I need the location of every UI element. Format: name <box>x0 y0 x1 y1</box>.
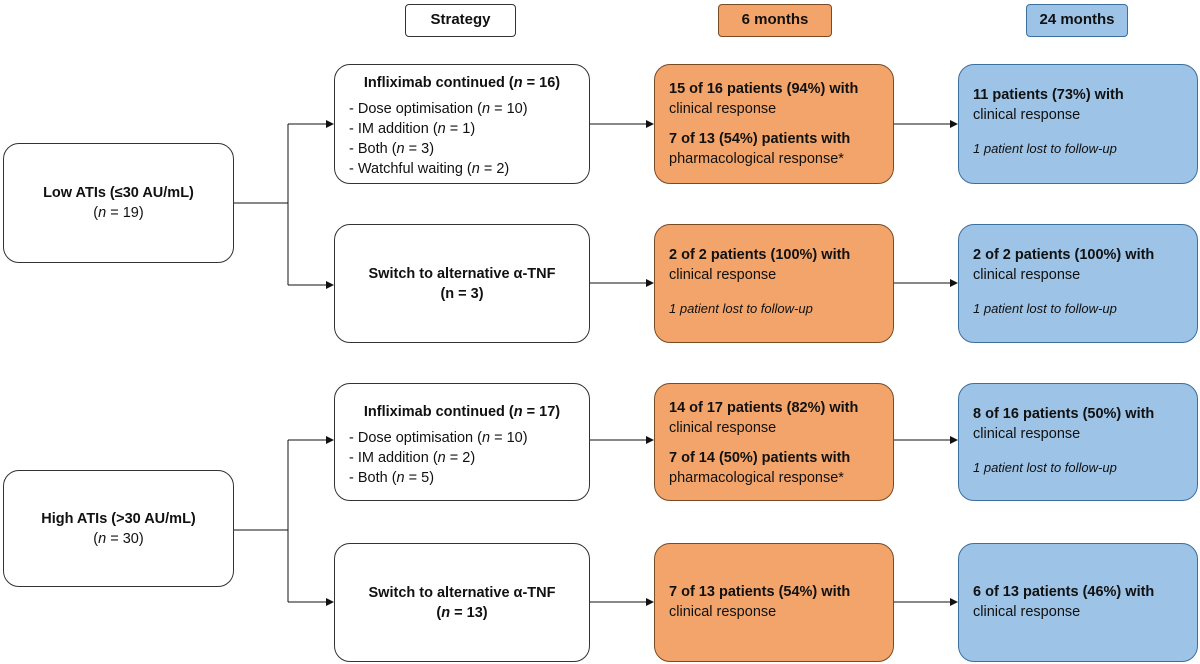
group-low-label: Low ATIs (≤30 AU/mL) <box>43 185 194 201</box>
six-months-low-switch-note: 1 patient lost to follow-up <box>669 301 813 316</box>
header-strategy: Strategy <box>405 4 516 37</box>
six-months-high-switch-result: 7 of 13 patients (54%) with <box>669 584 851 600</box>
twenty-four-months-high-switch-label: clinical response <box>973 604 1081 620</box>
strategy-high-item-3: - Both (n = 5) <box>349 470 435 486</box>
six-months-low-switch-result: 2 of 2 patients (100%) with <box>669 247 851 263</box>
six-months-low-continued-label2: pharmacological response* <box>669 151 844 167</box>
twenty-four-months-low-switch-note: 1 patient lost to follow-up <box>973 301 1117 316</box>
strategy-high-switch: Switch to alternative α-TNF (n = 13) <box>334 543 590 662</box>
twenty-four-months-low-continued: 11 patients (73%) with clinical response… <box>958 64 1198 184</box>
twenty-four-months-low-continued-label: clinical response <box>973 107 1081 123</box>
six-months-low-continued: 15 of 16 patients (94%) with clinical re… <box>654 64 894 184</box>
twenty-four-months-high-switch-result: 6 of 13 patients (46%) with <box>973 584 1155 600</box>
header-24-months: 24 months <box>1026 4 1128 37</box>
header-6-months: 6 months <box>718 4 832 37</box>
strategy-low-item-4: - Watchful waiting (n = 2) <box>349 161 510 177</box>
twenty-four-months-low-switch-label: clinical response <box>973 267 1081 283</box>
twenty-four-months-low-continued-note: 1 patient lost to follow-up <box>973 141 1117 156</box>
strategy-low-item-2: - IM addition (n = 1) <box>349 121 476 137</box>
strategy-high-switch-line1: Switch to alternative α-TNF <box>368 584 556 601</box>
six-months-low-continued-result2: 7 of 13 (54%) patients with <box>669 131 851 147</box>
strategy-low-switch-line1: Switch to alternative α-TNF <box>368 265 556 282</box>
group-high-label: High ATIs (>30 AU/mL) <box>41 510 196 527</box>
six-months-high-continued-label2: pharmacological response* <box>669 470 844 486</box>
strategy-high-switch-line2: (n = 13) <box>436 604 488 621</box>
twenty-four-months-low-switch: 2 of 2 patients (100%) with clinical res… <box>958 224 1198 343</box>
group-high-atis: High ATIs (>30 AU/mL) (n = 30) <box>3 470 234 587</box>
strategy-high-item-2: - IM addition (n = 2) <box>349 450 476 466</box>
six-months-high-continued-label1: clinical response <box>669 420 777 436</box>
six-months-low-switch: 2 of 2 patients (100%) with clinical res… <box>654 224 894 343</box>
group-low-atis: Low ATIs (≤30 AU/mL) (n = 19) <box>3 143 234 263</box>
twenty-four-months-low-continued-result: 11 patients (73%) with <box>973 87 1124 103</box>
twenty-four-months-low-switch-result: 2 of 2 patients (100%) with <box>973 247 1155 263</box>
strategy-high-continued-title: Infliximab continued (n = 17) <box>363 404 561 420</box>
six-months-low-switch-label: clinical response <box>669 267 777 283</box>
six-months-low-continued-result1: 15 of 16 patients (94%) with <box>669 81 859 97</box>
twenty-four-months-high-continued-label: clinical response <box>973 426 1081 442</box>
strategy-low-continued-title: Infliximab continued (n = 16) <box>363 75 561 91</box>
six-months-high-switch-label: clinical response <box>669 604 777 620</box>
twenty-four-months-high-continued-result: 8 of 16 patients (50%) with <box>973 406 1155 422</box>
twenty-four-months-high-continued-note: 1 patient lost to follow-up <box>973 460 1117 475</box>
strategy-low-switch: Switch to alternative α-TNF (n = 3) <box>334 224 590 343</box>
strategy-low-switch-line2: (n = 3) <box>440 285 484 302</box>
group-low-n: (n = 19) <box>93 205 144 221</box>
six-months-high-continued: 14 of 17 patients (82%) with clinical re… <box>654 383 894 501</box>
connector-low-trunk <box>234 124 289 285</box>
six-months-low-continued-label1: clinical response <box>669 101 777 117</box>
strategy-low-item-1: - Dose optimisation (n = 10) <box>349 101 528 117</box>
strategy-low-continued: Infliximab continued (n = 16) - Dose opt… <box>334 64 590 184</box>
connector-high-trunk <box>234 440 289 602</box>
six-months-high-switch: 7 of 13 patients (54%) with clinical res… <box>654 543 894 662</box>
strategy-low-item-3: - Both (n = 3) <box>349 141 435 157</box>
six-months-high-continued-result1: 14 of 17 patients (82%) with <box>669 400 859 416</box>
strategy-high-continued: Infliximab continued (n = 17) - Dose opt… <box>334 383 590 501</box>
six-months-high-continued-result2: 7 of 14 (50%) patients with <box>669 450 851 466</box>
group-high-n: (n = 30) <box>93 530 144 547</box>
twenty-four-months-high-continued: 8 of 16 patients (50%) with clinical res… <box>958 383 1198 501</box>
twenty-four-months-high-switch: 6 of 13 patients (46%) with clinical res… <box>958 543 1198 662</box>
strategy-high-item-1: - Dose optimisation (n = 10) <box>349 430 528 446</box>
